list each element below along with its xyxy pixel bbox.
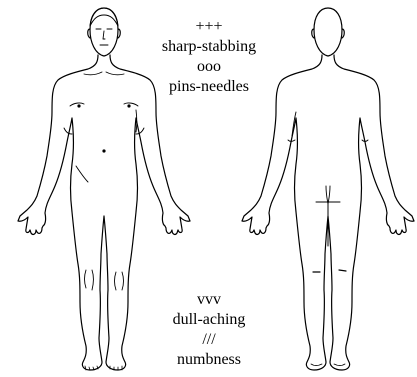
front-nose xyxy=(103,31,105,39)
back-heel-right xyxy=(334,364,345,366)
sharp-stabbing-label: sharp-stabbing xyxy=(149,37,269,57)
back-head xyxy=(314,8,342,56)
back-heel-left xyxy=(311,364,322,366)
pins-needles-symbol: ooo xyxy=(149,57,269,77)
dull-aching-symbol: vvv xyxy=(149,290,269,310)
front-arm-mark-right xyxy=(136,128,144,134)
dull-aching-label: dull-aching xyxy=(149,310,269,330)
back-spine-line xyxy=(326,186,330,204)
numbness-symbol: /// xyxy=(149,330,269,350)
legend-top: +++ sharp-stabbing ooo pins-needles xyxy=(149,17,269,97)
front-arm-mark-left xyxy=(64,128,72,134)
front-clavicles xyxy=(84,72,124,75)
legend-bottom: vvv dull-aching /// numbness xyxy=(149,290,269,370)
front-knee-left xyxy=(85,270,94,290)
sharp-stabbing-symbol: +++ xyxy=(149,17,269,37)
front-knee-right xyxy=(115,272,124,290)
pins-needles-label: pins-needles xyxy=(149,77,269,97)
front-navel xyxy=(102,149,105,152)
front-nipple-left xyxy=(77,104,80,107)
front-hair xyxy=(90,8,118,26)
front-nipple-right xyxy=(127,104,130,107)
back-knee-right xyxy=(339,270,346,271)
numbness-label: numbness xyxy=(149,350,269,370)
front-groin-line xyxy=(76,166,88,182)
